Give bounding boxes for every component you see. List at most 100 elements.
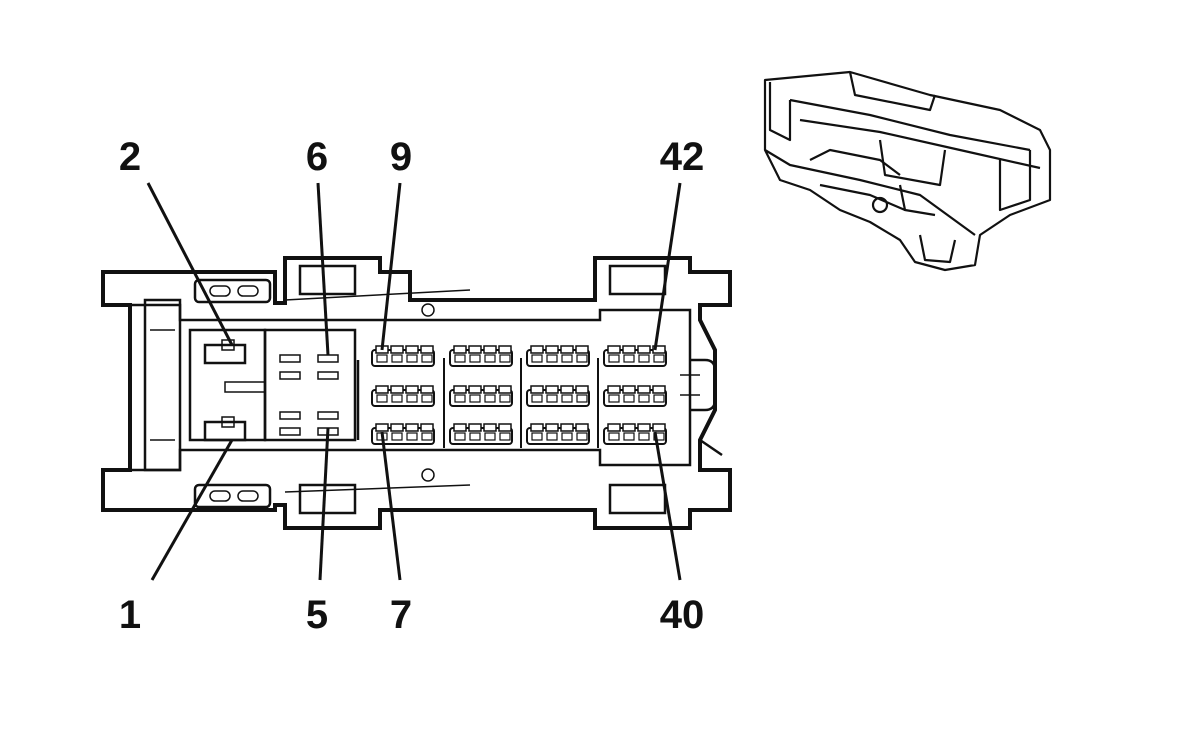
- connector-face-view: [101, 256, 732, 530]
- cavity: [420, 385, 434, 394]
- cavity: [483, 385, 497, 394]
- cavity: [560, 385, 574, 394]
- cavity-terminal: [406, 432, 418, 441]
- cavity-terminal: [531, 354, 543, 363]
- cavity-terminal: [469, 354, 481, 363]
- cavity: [622, 345, 636, 354]
- cavity: [405, 385, 419, 394]
- cavity: [607, 423, 621, 432]
- cavity-terminal: [454, 394, 466, 403]
- leader-1: [150, 439, 234, 581]
- pin-labels: 2 6 9 42 1 5 7 40: [119, 135, 704, 637]
- pin-label-9: 9: [390, 135, 412, 179]
- cavity: [607, 345, 621, 354]
- cavity-terminal: [623, 432, 635, 441]
- cavity-terminal: [531, 394, 543, 403]
- cavity-terminal: [623, 354, 635, 363]
- cavity-terminal: [561, 394, 573, 403]
- cavity-terminal: [484, 432, 496, 441]
- pin-label-2: 2: [119, 135, 141, 179]
- cavity: [405, 345, 419, 354]
- cavity: [405, 423, 419, 432]
- cavity: [622, 385, 636, 394]
- cavity: [453, 385, 467, 394]
- cavity-terminal: [454, 354, 466, 363]
- cavity: [637, 423, 651, 432]
- cavity-terminal: [421, 432, 433, 441]
- cavity: [560, 345, 574, 354]
- cavity: [637, 385, 651, 394]
- cavity: [545, 385, 559, 394]
- cavity-terminal: [561, 432, 573, 441]
- cavity-terminal: [376, 354, 388, 363]
- cavity-terminal: [406, 394, 418, 403]
- cavity-terminal: [576, 394, 588, 403]
- cavity-terminal: [546, 394, 558, 403]
- cavity: [545, 345, 559, 354]
- cavity: [498, 385, 512, 394]
- pin-label-6: 6: [306, 135, 328, 179]
- pin-label-40: 40: [660, 593, 705, 637]
- cavity-terminal: [638, 394, 650, 403]
- cavity-terminal: [653, 394, 665, 403]
- cavity: [530, 345, 544, 354]
- cavity-terminal: [638, 354, 650, 363]
- cavity: [545, 423, 559, 432]
- cavity-terminal: [561, 354, 573, 363]
- leader-5: [318, 427, 330, 581]
- cavity-terminal: [469, 394, 481, 403]
- cavity: [420, 345, 434, 354]
- cavity: [483, 423, 497, 432]
- leader-2: [146, 182, 234, 346]
- cavity-terminal: [608, 394, 620, 403]
- cavity: [468, 385, 482, 394]
- cavity: [530, 423, 544, 432]
- cavity: [375, 385, 389, 394]
- leader-42: [653, 182, 682, 351]
- cavity: [468, 345, 482, 354]
- cavity-terminal: [499, 432, 511, 441]
- cavity: [622, 423, 636, 432]
- cavity-terminal: [391, 354, 403, 363]
- cavity-terminal: [406, 354, 418, 363]
- cavity-terminal: [576, 432, 588, 441]
- signal-cavity-grid: [371, 345, 667, 448]
- cavity: [390, 385, 404, 394]
- cavity: [652, 385, 666, 394]
- cavity-terminal: [623, 394, 635, 403]
- cavity: [375, 423, 389, 432]
- cavity: [420, 423, 434, 432]
- leader-40: [653, 431, 682, 581]
- cavity-terminal: [499, 394, 511, 403]
- pin-label-7: 7: [390, 593, 412, 637]
- cavity: [390, 345, 404, 354]
- leader-6: [316, 182, 330, 356]
- pin-label-5: 5: [306, 593, 328, 637]
- cavity-terminal: [484, 354, 496, 363]
- cavity: [637, 345, 651, 354]
- cavity-terminal: [391, 432, 403, 441]
- leader-7: [380, 431, 402, 581]
- cavity-terminal: [484, 394, 496, 403]
- pin-label-1: 1: [119, 593, 141, 637]
- cavity: [575, 345, 589, 354]
- cavity: [652, 423, 666, 432]
- cavity-terminal: [421, 394, 433, 403]
- cavity-terminal: [376, 394, 388, 403]
- cavity-terminal: [531, 432, 543, 441]
- cavity: [453, 423, 467, 432]
- cavity-terminal: [391, 394, 403, 403]
- cavity: [498, 345, 512, 354]
- connector-isometric-view: [763, 70, 1052, 272]
- cavity-terminal: [608, 354, 620, 363]
- cavity: [560, 423, 574, 432]
- cavity: [652, 345, 666, 354]
- cavity-terminal: [576, 354, 588, 363]
- cavity: [468, 423, 482, 432]
- leader-9: [380, 182, 402, 351]
- pin-label-42: 42: [660, 135, 705, 179]
- cavity-terminal: [454, 432, 466, 441]
- leader-lines: [146, 182, 682, 581]
- cavity-terminal: [638, 432, 650, 441]
